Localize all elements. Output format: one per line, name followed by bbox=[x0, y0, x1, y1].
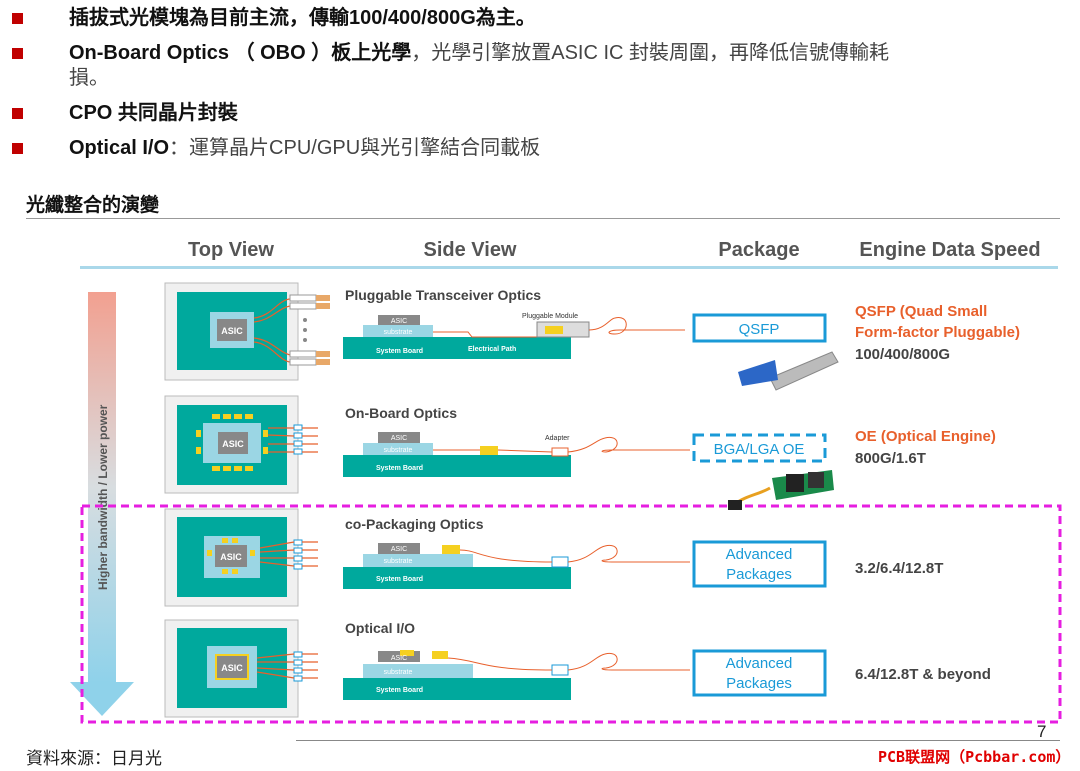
header-underline bbox=[80, 266, 1058, 269]
svg-text:Adapter: Adapter bbox=[545, 435, 570, 442]
row-title: Optical I/O bbox=[345, 620, 415, 636]
speed-value: 3.2/6.4/12.8T bbox=[855, 560, 943, 577]
row-cpo: ASIC co-Packaging Optics ASIC substrate … bbox=[164, 508, 943, 607]
speed-line: QSFP (Quad Small bbox=[855, 303, 987, 320]
package-label: QSFP bbox=[739, 321, 780, 338]
bullet-square-icon bbox=[12, 143, 23, 154]
header-side-view: Side View bbox=[423, 239, 516, 261]
source-note: 資料來源：日月光 bbox=[26, 749, 162, 768]
top-view-pluggable: ASIC bbox=[164, 282, 330, 381]
svg-text:ASIC: ASIC bbox=[391, 655, 407, 662]
svg-text:System Board: System Board bbox=[376, 576, 423, 583]
svg-text:ASIC: ASIC bbox=[221, 663, 243, 673]
speed-value: 100/400/800G bbox=[855, 346, 950, 363]
side-view-optical-io: ASIC substrate System Board bbox=[343, 650, 690, 700]
svg-text:ASIC: ASIC bbox=[391, 546, 407, 553]
header-top-view: Top View bbox=[188, 239, 274, 261]
watermark: PCB联盟网（Pcbbar.com） bbox=[878, 748, 1071, 766]
side-view-onboard: ASIC substrate System Board Adapter bbox=[343, 432, 690, 477]
package-label: Packages bbox=[726, 566, 792, 583]
row-title: On-Board Optics bbox=[345, 405, 457, 421]
row-pluggable: ASIC Pluggable Transceiver Optics ASIC s… bbox=[164, 282, 1020, 391]
svg-text:ASIC: ASIC bbox=[220, 552, 242, 562]
package-label: Advanced bbox=[726, 655, 793, 672]
package-qsfp-box bbox=[692, 313, 827, 343]
svg-text:ASIC: ASIC bbox=[391, 435, 407, 442]
svg-text:substrate: substrate bbox=[384, 329, 413, 336]
package-label: Advanced bbox=[726, 546, 793, 563]
header-engine-speed: Engine Data Speed bbox=[859, 239, 1040, 261]
svg-text:ASIC: ASIC bbox=[391, 318, 407, 325]
bullet-list: 插拔式光模塊為目前主流，傳輸100/400/800G為主。 On-Board O… bbox=[12, 6, 1052, 171]
svg-text:substrate: substrate bbox=[384, 558, 413, 565]
bullet-4: Optical I/O：運算晶片CPU/GPU與光引擎結合同載板 bbox=[12, 136, 1052, 161]
top-view-optical-io: ASIC bbox=[164, 619, 318, 718]
bandwidth-arrow bbox=[70, 292, 134, 716]
svg-text:ASIC: ASIC bbox=[222, 439, 244, 449]
row-title: co-Packaging Optics bbox=[345, 516, 484, 532]
package-label: Packages bbox=[726, 675, 792, 692]
top-view-cpo: ASIC bbox=[164, 508, 318, 607]
page-number: 7 bbox=[1037, 722, 1047, 741]
side-view-cpo: ASIC substrate System Board bbox=[343, 543, 690, 589]
bullet-square-icon bbox=[12, 108, 23, 119]
side-view-pluggable: ASIC substrate System Board Electrical P… bbox=[343, 313, 685, 359]
svg-text:Electrical Path: Electrical Path bbox=[468, 346, 516, 353]
qsfp-module-image bbox=[738, 351, 839, 391]
header-package: Package bbox=[718, 239, 799, 261]
speed-value: 6.4/12.8T & beyond bbox=[855, 666, 991, 683]
package-advanced-box bbox=[692, 649, 827, 697]
svg-text:substrate: substrate bbox=[384, 669, 413, 676]
svg-text:System Board: System Board bbox=[376, 348, 423, 355]
svg-text:System Board: System Board bbox=[376, 465, 423, 472]
row-onboard: ASIC On-Board Optics ASIC substrate Syst… bbox=[164, 395, 996, 510]
package-advanced-box bbox=[692, 540, 827, 588]
footer-divider bbox=[296, 740, 1060, 741]
bullet-1: 插拔式光模塊為目前主流，傳輸100/400/800G為主。 bbox=[12, 6, 1052, 31]
svg-text:System Board: System Board bbox=[376, 687, 423, 694]
cpo-highlight-box bbox=[80, 504, 1062, 724]
package-label: BGA/LGA OE bbox=[714, 441, 805, 458]
row-title: Pluggable Transceiver Optics bbox=[345, 287, 541, 303]
row-optical-io: ASIC Optical I/O ASIC substrate System B… bbox=[164, 619, 991, 718]
speed-line: OE (Optical Engine) bbox=[855, 428, 996, 445]
speed-value: 800G/1.6T bbox=[855, 450, 926, 467]
svg-text:Pluggable Module: Pluggable Module bbox=[522, 313, 578, 320]
speed-line: Form-factor Pluggable) bbox=[855, 324, 1020, 341]
section-divider bbox=[26, 218, 1060, 219]
arrow-label: Higher bandwidth / Lower power bbox=[96, 404, 110, 590]
section-title: 光纖整合的演變 bbox=[26, 195, 160, 216]
asic-label: ASIC bbox=[221, 326, 243, 336]
bullet-square-icon bbox=[12, 13, 23, 24]
bullet-3: CPO 共同晶片封裝 bbox=[12, 101, 1052, 126]
bullet-2: On-Board Optics （ OBO ）板上光學，光學引擎放置ASIC I… bbox=[12, 41, 1052, 91]
optical-engine-image bbox=[728, 470, 834, 510]
bullet-square-icon bbox=[12, 48, 23, 59]
top-view-onboard: ASIC bbox=[164, 395, 318, 494]
svg-text:substrate: substrate bbox=[384, 447, 413, 454]
package-bga-box bbox=[692, 433, 827, 463]
